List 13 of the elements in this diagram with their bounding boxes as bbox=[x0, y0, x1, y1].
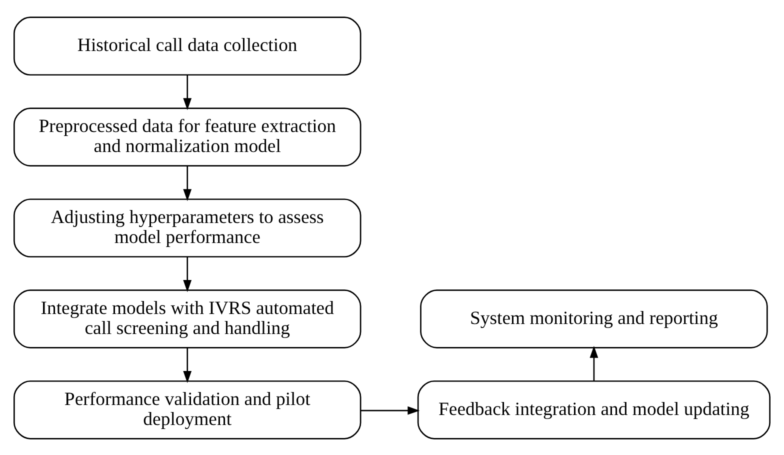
arrow bbox=[183, 256, 192, 292]
arrow bbox=[590, 345, 598, 381]
arrow bbox=[183, 165, 192, 201]
node-box: Historical call data collection bbox=[14, 16, 362, 76]
arrow bbox=[183, 347, 192, 382]
arrow bbox=[360, 406, 420, 414]
arrow bbox=[183, 74, 192, 110]
node-box: System monitoring and reporting bbox=[420, 289, 768, 348]
node-box: Adjusting hyperparameters to assess model performance bbox=[14, 198, 362, 257]
node-box: Integrate models with IVRS automated call screening and handling bbox=[14, 289, 362, 348]
node-box: Preprocessed data for feature extraction and normalization model bbox=[14, 107, 362, 166]
node-box: Performance validation and pilot deployment bbox=[14, 380, 362, 439]
node-box: Feedback integration and model updating bbox=[417, 380, 770, 439]
